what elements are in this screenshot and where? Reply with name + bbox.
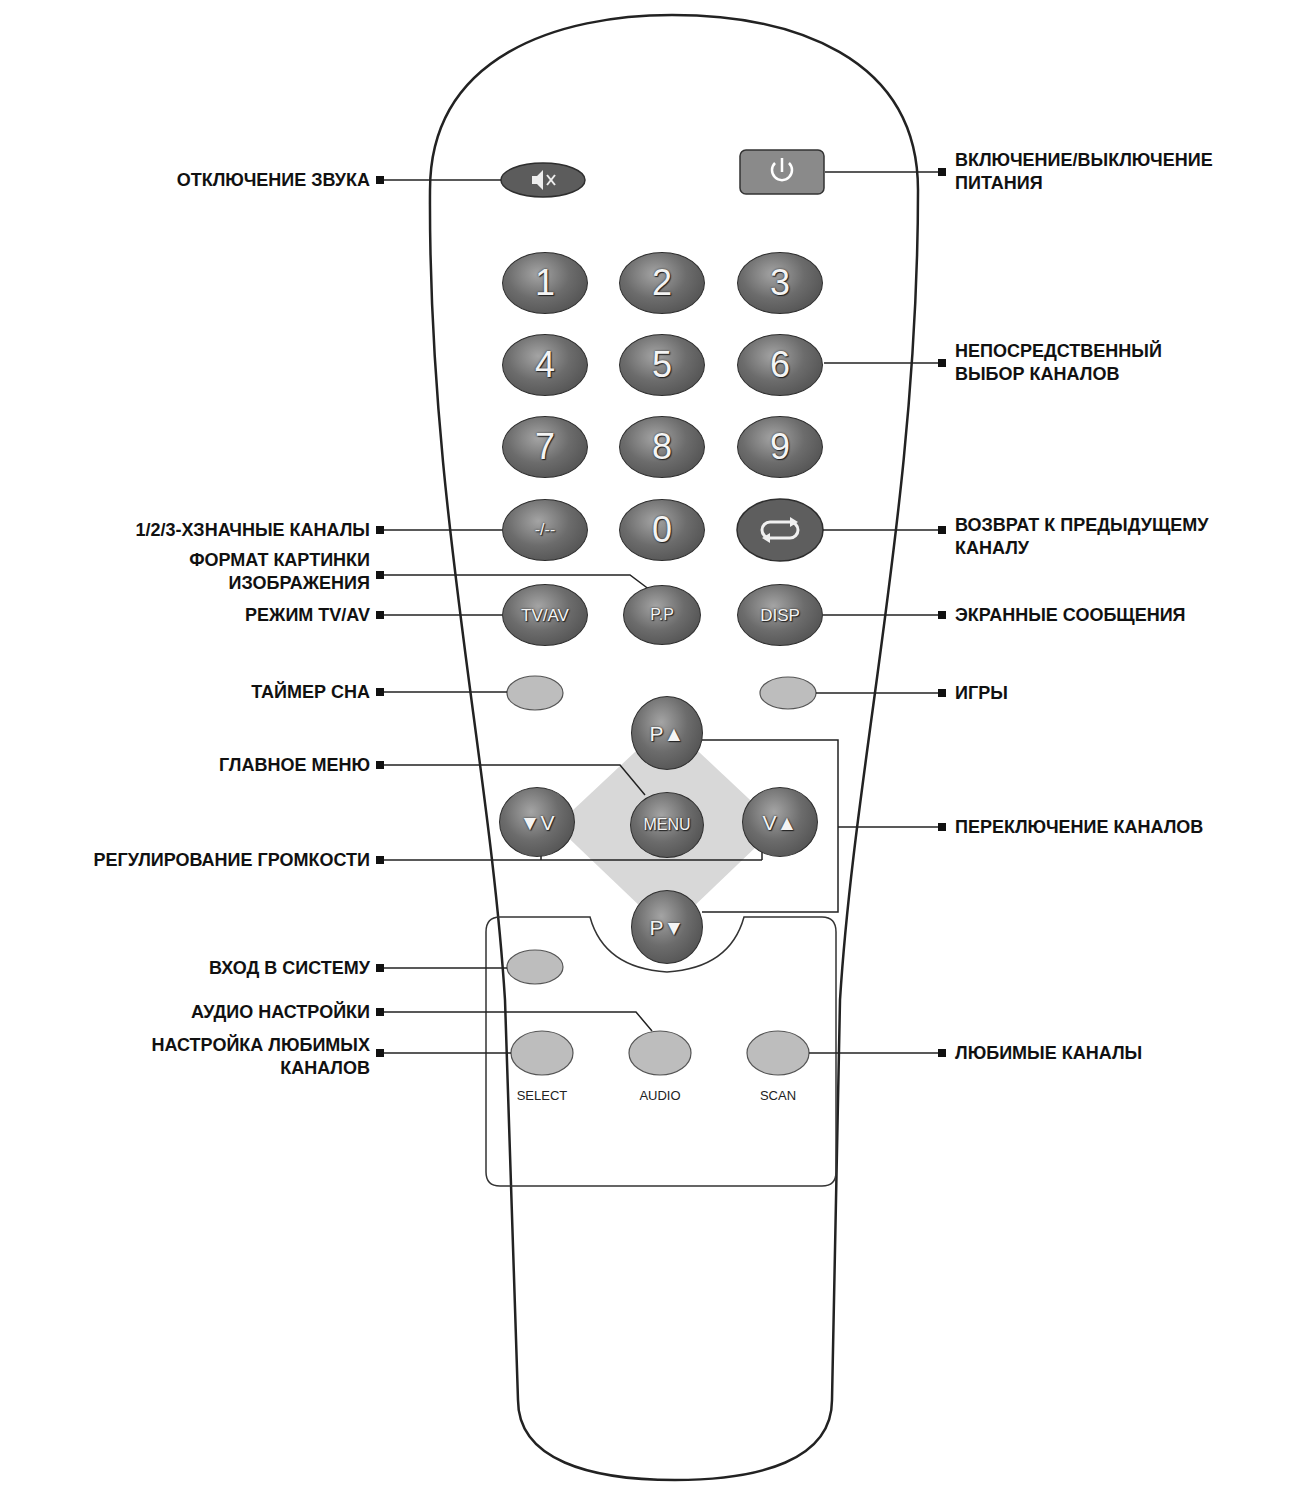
callout-label: РЕЖИМ TV/AV	[245, 604, 370, 627]
button-caption: AUDIO	[639, 1088, 680, 1103]
button-label: 3	[770, 265, 790, 301]
recall-button	[737, 499, 823, 561]
remote-button: MENU	[630, 792, 704, 858]
remote-button: -/--	[502, 499, 588, 561]
button-label: 1	[535, 265, 555, 301]
callout-label: АУДИО НАСТРОЙКИ	[191, 1001, 370, 1024]
remote-button: 5	[619, 334, 705, 396]
callout-label: 1/2/3-ХЗНАЧНЫЕ КАНАЛЫ	[136, 519, 370, 542]
button-label: -/--	[535, 522, 555, 538]
remote-button: ▼V	[499, 787, 575, 857]
callout-label: ОТКЛЮЧЕНИЕ ЗВУКА	[177, 169, 370, 192]
button-label: TV/AV	[521, 607, 569, 624]
button-label: P▲	[650, 723, 685, 744]
button-label: P▼	[650, 917, 685, 938]
leader-lines	[380, 172, 942, 1053]
remote-button: 6	[737, 334, 823, 396]
button-caption: SCAN	[760, 1088, 796, 1103]
button-label: DISP	[760, 607, 800, 624]
remote-button: V▲	[742, 787, 818, 857]
callout-label: ТАЙМЕР СНА	[251, 681, 370, 704]
leader-markers	[376, 168, 946, 1057]
button-label: 7	[535, 429, 555, 465]
small-buttons	[507, 676, 816, 1075]
callout-label: ВХОД В СИСТЕМУ	[209, 957, 370, 980]
remote-button: P▲	[631, 696, 703, 770]
callout-label: РЕГУЛИРОВАНИЕ ГРОМКОСТИ	[93, 849, 370, 872]
remote-button: TV/AV	[502, 584, 588, 646]
button-caption: SELECT	[517, 1088, 568, 1103]
button-label: P.P	[650, 607, 674, 623]
callout-label: ЛЮБИМЫЕ КАНАЛЫ	[955, 1042, 1142, 1065]
callout-label: ИГРЫ	[955, 682, 1008, 705]
button-label: ▼V	[520, 812, 555, 833]
button-label: MENU	[643, 817, 690, 833]
remote-housing	[430, 15, 918, 1480]
button-label: 0	[652, 512, 672, 548]
button-label: 6	[770, 347, 790, 383]
remote-button: 2	[619, 252, 705, 314]
remote-button: 4	[502, 334, 588, 396]
callout-label: ЭКРАННЫЕ СООБЩЕНИЯ	[955, 604, 1186, 627]
callout-label: ГЛАВНОЕ МЕНЮ	[219, 754, 370, 777]
callout-label: НЕПОСРЕДСТВЕННЫЙ ВЫБОР КАНАЛОВ	[955, 340, 1215, 386]
remote-button: 7	[502, 416, 588, 478]
mute-button	[501, 163, 585, 197]
callout-label: ВКЛЮЧЕНИЕ/ВЫКЛЮЧЕНИЕ ПИТАНИЯ	[955, 149, 1285, 195]
callout-label: ФОРМАТ КАРТИНКИ ИЗОБРАЖЕНИЯ	[130, 549, 370, 595]
remote-button: P.P	[623, 585, 701, 645]
button-label: 2	[652, 265, 672, 301]
callout-label: ВОЗВРАТ К ПРЕДЫДУЩЕМУ КАНАЛУ	[955, 514, 1285, 560]
remote-button: 1	[502, 252, 588, 314]
remote-button: DISP	[737, 584, 823, 646]
button-label: 5	[652, 347, 672, 383]
callout-label: ПЕРЕКЛЮЧЕНИЕ КАНАЛОВ	[955, 816, 1203, 839]
remote-button: 8	[619, 416, 705, 478]
button-label: 8	[652, 429, 672, 465]
remote-button: 3	[737, 252, 823, 314]
button-label: V▲	[763, 812, 798, 833]
remote-button: 0	[619, 499, 705, 561]
remote-button: 9	[737, 416, 823, 478]
callout-label: НАСТРОЙКА ЛЮБИМЫХ КАНАЛОВ	[80, 1034, 370, 1080]
power-button	[740, 150, 824, 194]
button-label: 9	[770, 429, 790, 465]
remote-button: P▼	[631, 890, 703, 964]
button-label: 4	[535, 347, 555, 383]
